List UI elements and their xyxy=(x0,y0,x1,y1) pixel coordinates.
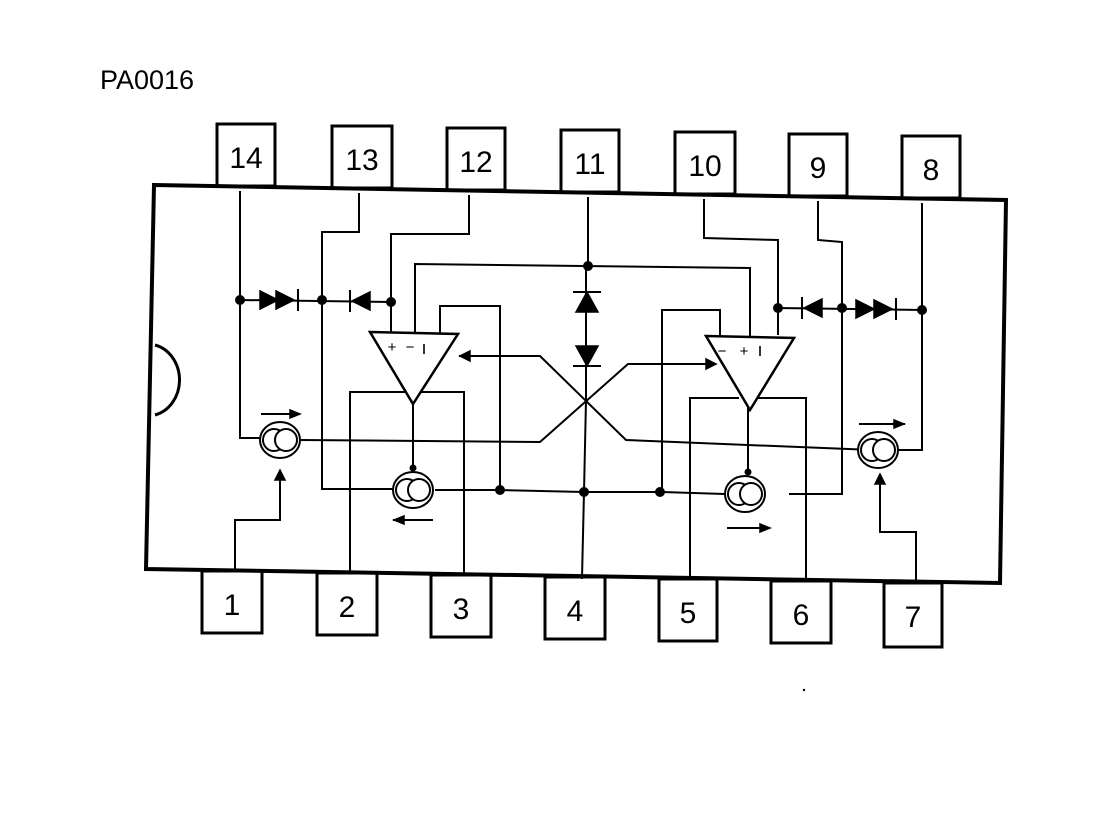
pin-6: 6 xyxy=(769,579,833,645)
pin-2-label: 2 xyxy=(339,591,356,624)
op-amp-left-minus: − xyxy=(406,339,415,356)
wire-pin1 xyxy=(234,473,281,571)
wire-pin14 xyxy=(239,191,263,439)
wire-right-amp-loop xyxy=(661,309,721,493)
pin-14: 14 xyxy=(215,122,277,188)
pin-13: 13 xyxy=(330,124,394,190)
junction-dot xyxy=(386,297,396,307)
arrow-up-icon xyxy=(273,468,287,481)
wire-center-vertical xyxy=(580,265,587,580)
bottom-pin-row: 1 2 3 4 5 6 7 xyxy=(200,569,944,649)
diode-icon xyxy=(802,297,823,319)
pin-7: 7 xyxy=(882,581,944,649)
wire-cross-b xyxy=(298,363,713,444)
wire-pin10 xyxy=(703,199,779,335)
pin-12: 12 xyxy=(445,126,507,192)
internal-circuit: + − − + xyxy=(234,191,927,583)
current-source-right-icon xyxy=(724,475,773,534)
wire-cross-a xyxy=(459,355,874,452)
wire-pin8 xyxy=(897,203,923,451)
pin-9: 9 xyxy=(787,132,849,198)
diode-icon xyxy=(275,289,296,311)
current-source-pin7-icon xyxy=(857,418,907,469)
junction-dot xyxy=(579,487,589,497)
pin-13-label: 13 xyxy=(345,144,378,177)
ic-package-body xyxy=(143,182,1009,586)
diode-icon xyxy=(855,298,876,320)
diode-icon xyxy=(574,290,600,313)
pin-10-label: 10 xyxy=(688,150,721,183)
pin-12-label: 12 xyxy=(459,146,492,179)
pin-11: 11 xyxy=(559,128,621,194)
junction-dot xyxy=(773,303,783,313)
diode-icon xyxy=(873,298,894,320)
junction-dot xyxy=(235,295,245,305)
op-amp-right-icon xyxy=(703,334,797,413)
pin-1-label: 1 xyxy=(224,589,241,622)
junction-dot xyxy=(655,487,665,497)
wire-pin3 xyxy=(421,391,465,575)
wire-pin6 xyxy=(757,397,807,581)
pin-9-label: 9 xyxy=(810,152,827,185)
current-source-left-icon xyxy=(391,471,434,526)
pin-14-label: 14 xyxy=(229,142,262,175)
wire-pin12 xyxy=(390,195,470,333)
pin-4: 4 xyxy=(543,575,607,641)
pin-8: 8 xyxy=(900,134,962,200)
pin-7-label: 7 xyxy=(905,601,922,634)
top-pin-row: 14 13 12 11 10 9 8 xyxy=(215,122,962,200)
op-amp-right-plus: + xyxy=(740,343,749,360)
junction-dot xyxy=(317,295,327,305)
junction-dot xyxy=(744,468,752,476)
wire-pin5 xyxy=(689,397,739,579)
junction-dot xyxy=(409,464,417,472)
op-amp-left-plus: + xyxy=(388,339,397,356)
pin-10: 10 xyxy=(673,130,737,196)
diode-icon xyxy=(574,345,600,368)
reference-code: PA0016 xyxy=(100,65,194,95)
wire-pin9 xyxy=(789,201,843,495)
diode-icon xyxy=(350,290,371,312)
diode-icon xyxy=(259,289,280,311)
junction-dot xyxy=(583,261,593,271)
pin-3: 3 xyxy=(429,573,493,639)
junction-dot xyxy=(495,485,505,495)
arrow-up-icon xyxy=(873,472,887,485)
current-source-pin1-icon xyxy=(259,408,303,459)
junction-dot xyxy=(837,303,847,313)
pin-11-label: 11 xyxy=(574,148,605,181)
scan-speck xyxy=(802,688,806,692)
pin-1: 1 xyxy=(200,569,264,635)
pin-2: 2 xyxy=(315,571,379,637)
junction-dot xyxy=(917,305,927,315)
wire-pin7 xyxy=(879,475,917,583)
pin-4-label: 4 xyxy=(567,595,584,628)
arrow-right-icon xyxy=(705,357,718,371)
op-amp-right-minus: − xyxy=(718,343,727,360)
pin-5: 5 xyxy=(657,577,719,643)
wire-pin2 xyxy=(349,391,405,573)
pin-3-label: 3 xyxy=(453,593,470,626)
pin-8-label: 8 xyxy=(923,154,940,187)
arrow-left-icon xyxy=(458,349,471,363)
wire-pin13 xyxy=(321,193,395,490)
wire-left-amp-loop xyxy=(439,305,501,491)
pin-notch-icon xyxy=(154,343,182,417)
junction-dots xyxy=(235,261,927,497)
pin-6-label: 6 xyxy=(793,599,810,632)
pin-5-label: 5 xyxy=(680,597,697,630)
wire-bias-rail xyxy=(414,262,751,341)
op-amp-left-icon xyxy=(367,330,461,407)
